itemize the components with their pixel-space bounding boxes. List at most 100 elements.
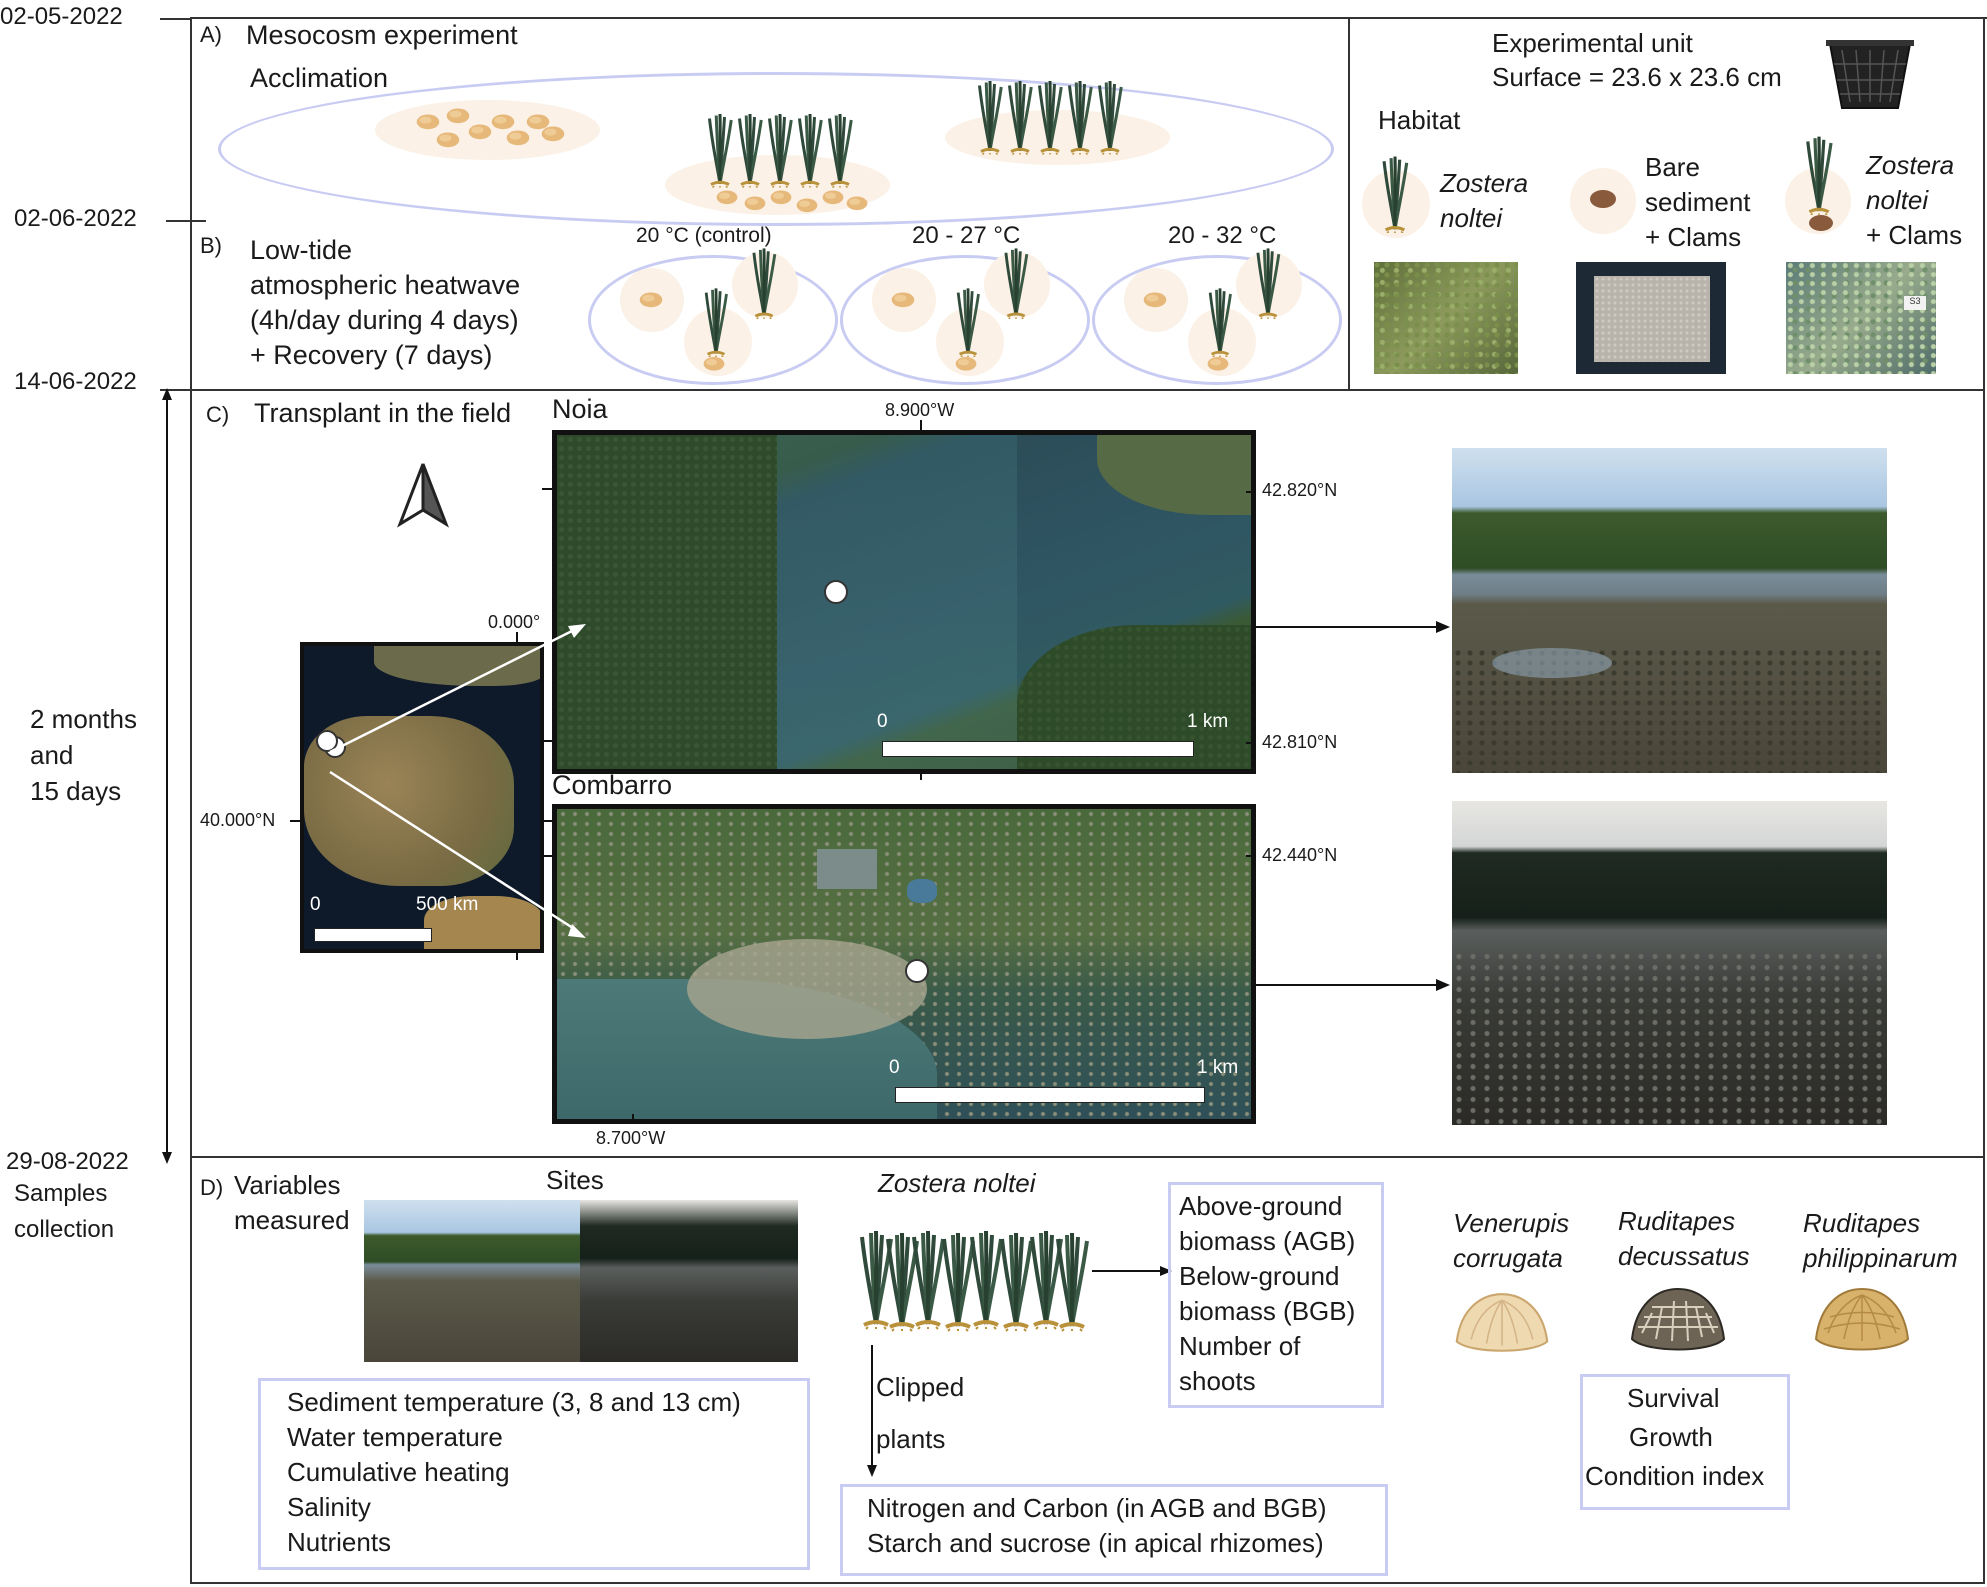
biomass-3: Below-ground [1179, 1261, 1340, 1291]
right-border [1983, 17, 1985, 1583]
panel-b-line3: (4h/day during 4 days) [250, 305, 519, 335]
date-4: 29-08-2022 [6, 1148, 129, 1175]
combarro-lon-label: 8.700°W [596, 1128, 666, 1148]
habitat-3-photo: S3 [1786, 262, 1936, 374]
habitat-1-line2: noltei [1440, 203, 1503, 233]
noia-scale-zero: 0 [877, 711, 888, 732]
zostera-title: Zostera noltei [878, 1168, 1036, 1198]
treatment-1-label: 20 °C (control) [636, 224, 772, 247]
biomass-6: shoots [1179, 1366, 1256, 1396]
clam-var-3: Condition index [1585, 1461, 1765, 1491]
site-var-2: Water temperature [287, 1422, 503, 1452]
treatment-1-units [620, 247, 798, 376]
inset-scale-zero: 0 [310, 894, 321, 915]
acclimation-label: Acclimation [250, 63, 389, 93]
noia-site-marker [824, 580, 848, 604]
samples-collection-1: Samples [14, 1180, 108, 1207]
noia-lat2-label: 42.810°N [1262, 732, 1338, 752]
variables-line2: measured [234, 1205, 350, 1235]
combarro-scale-bar [895, 1087, 1205, 1103]
combarro-site-marker [905, 959, 929, 983]
panel-d-letter: D) [200, 1175, 224, 1200]
biomass-box: Above-ground biomass (AGB) Below-ground … [1168, 1182, 1384, 1408]
noia-lat1-label: 42.820°N [1262, 480, 1338, 500]
site-variables-box: Sediment temperature (3, 8 and 13 cm) Wa… [258, 1378, 810, 1570]
bc-divider [190, 389, 1985, 391]
duration-line-1: 2 months [30, 704, 137, 734]
panel-c-letter: C) [206, 402, 230, 427]
combarro-site-photo [1452, 801, 1887, 1125]
chem-1: Nitrogen and Carbon (in AGB and BGB) [867, 1493, 1327, 1523]
clam-2-line1: Ruditapes [1618, 1206, 1736, 1236]
variables-line1: Variables [234, 1170, 341, 1200]
treatment-2-units [872, 247, 1050, 376]
venerupis-shell-icon [1455, 1293, 1549, 1352]
date-3: 14-06-2022 [14, 368, 137, 395]
duration-line-2: and [30, 740, 74, 770]
treatment-3-ellipse [1092, 255, 1342, 385]
habitat-3-line2: noltei [1866, 185, 1929, 215]
chem-2: Starch and sucrose (in apical rhizomes) [867, 1528, 1324, 1558]
treatment-2-ellipse [840, 255, 1090, 385]
noia-lon-label: 8.900°W [885, 400, 955, 420]
clipped-line1: Clipped [876, 1372, 965, 1402]
clam-3-line2: philippinarum [1803, 1243, 1958, 1273]
treatment-3-label: 20 - 32 °C [1168, 222, 1277, 249]
top-border [190, 17, 1987, 19]
tick-date-3 [160, 389, 190, 391]
clam-2-line2: decussatus [1618, 1241, 1750, 1271]
tag-label: S3 [1909, 296, 1921, 306]
habitat-2-line1: Bare [1645, 152, 1700, 182]
habitat-3-line1: Zostera [1866, 150, 1955, 180]
biomass-1: Above-ground [1179, 1191, 1343, 1221]
habitat-3-icon [1806, 135, 1833, 231]
inset-scale-bar [314, 928, 432, 942]
zostera-arrows [867, 1266, 1172, 1477]
noia-scale-bar [882, 741, 1194, 757]
clam-1-line2: corrugata [1453, 1243, 1563, 1273]
panel-b-letter: B) [200, 233, 222, 258]
site-var-1: Sediment temperature (3, 8 and 13 cm) [287, 1387, 741, 1417]
clam-1-line1: Venerupis [1453, 1208, 1570, 1238]
habitat-2-clam-icon [1590, 190, 1616, 208]
seagrass-patch [945, 110, 1170, 165]
tick-date-1 [160, 18, 190, 20]
chemistry-box: Nitrogen and Carbon (in AGB and BGB) Sta… [840, 1484, 1388, 1576]
inset-scale-label: 500 km [416, 894, 479, 915]
iberia-inset-map: 0 500 km [300, 642, 544, 953]
habitat-1-photo [1374, 262, 1518, 374]
unit-surface: Surface = 23.6 x 23.6 cm [1492, 62, 1782, 92]
inset-lon-label: 0.000° [488, 612, 541, 632]
treatment-2-label: 20 - 27 °C [912, 222, 1021, 249]
clam-var-1: Survival [1627, 1383, 1720, 1413]
noia-scale-label: 1 km [1187, 711, 1229, 732]
panel-c-title: Transplant in the field [254, 398, 512, 428]
clam-var-2: Growth [1629, 1422, 1713, 1452]
tick-date-2 [166, 220, 206, 222]
inset-lat-label: 40.000°N [200, 810, 276, 830]
habitat-3-line3: + Clams [1866, 220, 1963, 250]
sites-label: Sites [546, 1165, 604, 1195]
biomass-4: biomass (BGB) [1179, 1296, 1356, 1326]
treatment-3-units [1124, 247, 1302, 376]
habitat-1-line1: Zostera [1440, 168, 1529, 198]
clam-3-line1: Ruditapes [1803, 1208, 1921, 1238]
biomass-5: Number of [1179, 1331, 1301, 1361]
bottom-border [190, 1582, 1985, 1584]
panel-b-line4: + Recovery (7 days) [250, 340, 493, 370]
combarro-scale-zero: 0 [889, 1057, 900, 1078]
decussatus-shell-icon [1630, 1287, 1726, 1351]
panel-b-line1: Low-tide [250, 235, 353, 265]
combarro-map: 0 1 km [552, 804, 1256, 1124]
habitat-2-photo [1576, 262, 1726, 374]
panel-b-line2: atmospheric heatwave [250, 270, 521, 300]
panel-a-letter: A) [200, 22, 222, 47]
panel-a-title: Mesocosm experiment [246, 20, 518, 50]
clipped-line2: plants [876, 1424, 946, 1454]
site-var-5: Nutrients [287, 1527, 392, 1557]
clam-variables-box: Survival Growth Condition index [1580, 1374, 1790, 1510]
sites-photo-noia [364, 1200, 580, 1362]
noia-map: 0 1 km [552, 430, 1256, 774]
inset-site-marker-2 [316, 730, 338, 752]
